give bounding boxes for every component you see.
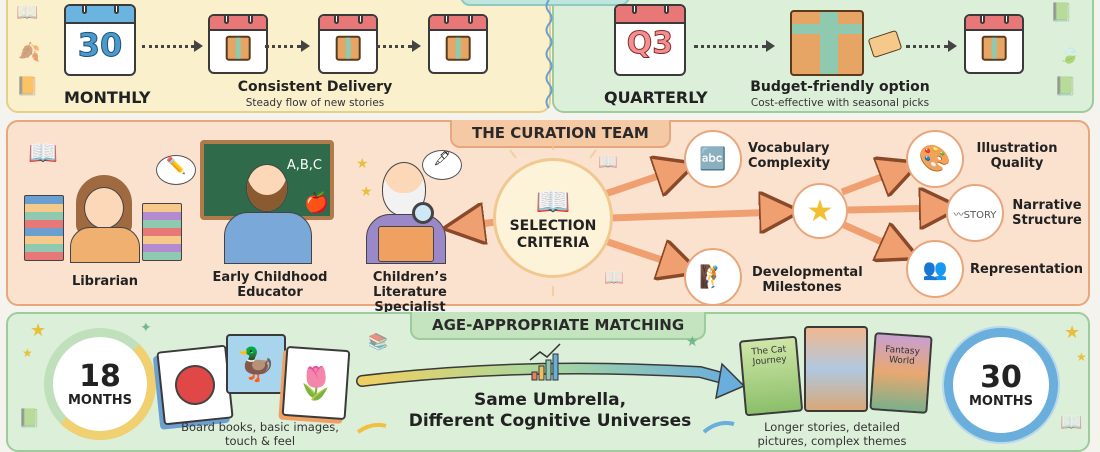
- calendar-package-icon: [964, 14, 1024, 74]
- calendar-icon: Q3: [614, 4, 686, 76]
- book-deco-icon: 📙: [16, 76, 39, 97]
- leaf-deco-icon: 🍃: [1058, 44, 1081, 65]
- star-icon: ★: [360, 184, 373, 200]
- calendar-package-icon: [428, 14, 488, 74]
- storybook-journey-icon: The Cat Journey: [738, 335, 804, 417]
- quarterly-option-subtitle: Cost-effective with seasonal picks: [750, 97, 930, 109]
- arrowhead-icon: [412, 40, 421, 52]
- star-icon: ★: [792, 183, 848, 239]
- calendar-package-icon: [208, 14, 268, 74]
- selection-label-1: SELECTION: [509, 217, 597, 234]
- book-deco-icon: 📗: [1054, 76, 1077, 97]
- arrowhead-icon: [301, 40, 310, 52]
- abc-blocks-icon: 🔤: [684, 130, 742, 188]
- book-deco-icon: 📖: [1060, 412, 1083, 433]
- monthly-delivery-subtitle: Steady flow of new stories: [245, 97, 385, 109]
- book-stack-icon: [24, 195, 64, 261]
- end-age-unit: MONTHS: [969, 393, 1033, 409]
- librarian-illustration: 📖 ✏️: [24, 135, 196, 263]
- arrowhead-icon: [194, 40, 203, 52]
- quarterly-calendar-number: Q3: [626, 26, 674, 62]
- book-deco-icon: 📚: [368, 332, 388, 351]
- criterion-representation: Representation: [970, 262, 1084, 277]
- palette-icon: 🎨: [906, 130, 964, 188]
- package-with-tag-icon: [790, 10, 903, 76]
- quarterly-label: QUARTERLY: [604, 88, 708, 107]
- book-stack-icon: [142, 203, 182, 261]
- open-book-icon: 📖: [535, 184, 571, 218]
- member-librarian-name: Librarian: [71, 274, 139, 289]
- age-18-months-badge: 18 MONTHS: [44, 328, 156, 440]
- end-age-number: 30: [980, 359, 1022, 395]
- reading-book-icon: [378, 226, 434, 262]
- arrowhead-icon: [766, 40, 775, 52]
- selection-label-2: CRITERIA: [516, 234, 590, 251]
- storybook-city-icon: [804, 326, 868, 412]
- arrowhead-icon: [948, 40, 957, 52]
- monthly-delivery-title: Consistent Delivery: [237, 79, 393, 95]
- diverse-faces-icon: 👥: [906, 240, 964, 298]
- thought-pencil-icon: ✏️: [156, 155, 196, 185]
- dotted-arrow: [376, 45, 412, 48]
- star-icon: ★: [1064, 322, 1081, 343]
- storybook-fantasy-icon: Fantasy World: [869, 332, 933, 414]
- chalkboard-text: A,B,C: [286, 158, 322, 173]
- age-matching-title: AGE-APPROPRIATE MATCHING: [410, 312, 707, 340]
- monthly-label: MONTHLY: [64, 88, 151, 107]
- calendar-package-icon: [318, 14, 378, 74]
- start-age-caption: Board books, basic images,touch & feel: [181, 420, 339, 448]
- sparkle-icon: ✦: [140, 320, 152, 336]
- book-deco-icon: 📗: [1050, 2, 1073, 23]
- selection-criteria-hub: 📖 SELECTION CRITERIA: [493, 158, 613, 278]
- wavy-divider: [545, 0, 553, 109]
- stairs-climber-icon: 🧗: [684, 248, 742, 306]
- story-path-icon: 〰STORY: [946, 184, 1004, 242]
- curation-team-title: THE CURATION TEAM: [450, 120, 671, 148]
- star-icon: ★: [686, 334, 699, 350]
- star-icon: ★: [356, 156, 369, 172]
- book-deco-icon: 📗: [18, 408, 41, 429]
- open-book-icon: 📖: [28, 139, 58, 167]
- growth-chart-icon: [529, 343, 561, 381]
- thought-quill-icon: 🖋: [422, 150, 462, 180]
- dotted-arrow: [142, 45, 194, 48]
- dotted-arrow: [265, 45, 301, 48]
- leaf-deco-icon: 🍂: [18, 42, 41, 63]
- educator-face-icon: [246, 164, 288, 212]
- specialist-illustration: 🖋 ★ ★: [356, 150, 466, 264]
- star-icon: ★: [1076, 350, 1087, 364]
- magnifier-icon: [412, 202, 434, 224]
- educator-illustration: A,B,C 🍎: [200, 140, 336, 264]
- apple-icon: 🍎: [304, 190, 329, 214]
- book-deco-icon: 📖: [16, 2, 39, 23]
- star-icon: ★: [30, 320, 47, 341]
- age-matching-tagline: Same Umbrella,Different Cognitive Univer…: [408, 390, 692, 431]
- book-deco-icon: 📖: [604, 268, 624, 287]
- quarterly-option-title: Budget-friendly option: [750, 79, 930, 95]
- calendar-icon: 30: [64, 4, 136, 76]
- book-deco-icon: 📖: [598, 152, 618, 171]
- dotted-arrow: [906, 45, 948, 48]
- dotted-arrow: [694, 45, 766, 48]
- age-30-months-badge: 30 MONTHS: [944, 328, 1058, 442]
- monthly-calendar-number: 30: [77, 26, 123, 65]
- star-icon: ★: [22, 346, 33, 360]
- librarian-body: [70, 227, 140, 263]
- educator-body: [224, 212, 312, 264]
